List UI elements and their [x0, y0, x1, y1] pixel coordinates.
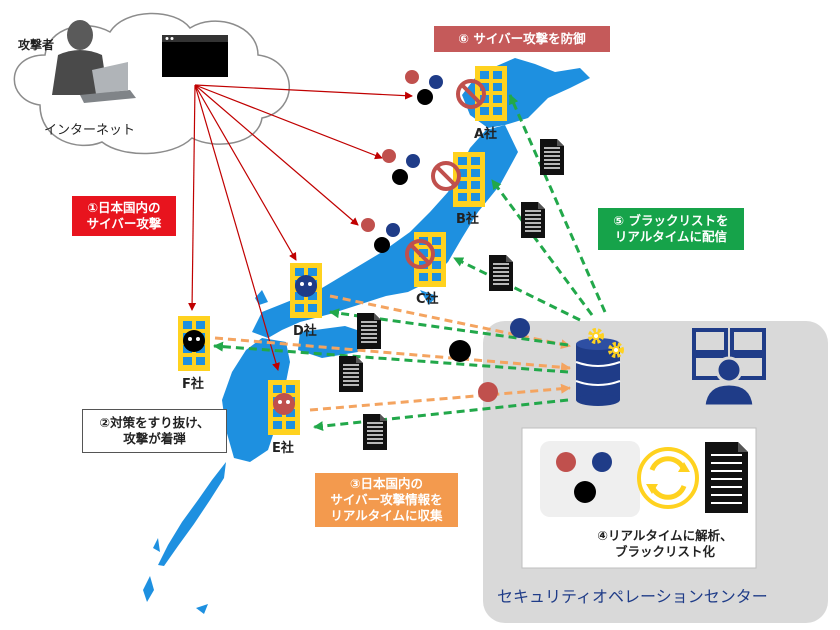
malware-icon-in-f [183, 330, 205, 352]
malware-icon-group-b [382, 149, 420, 185]
blacklist-doc-icon [338, 355, 364, 393]
malware-black-icon [574, 481, 596, 503]
malware-icon-group-a [405, 70, 443, 105]
attack-arrows [188, 84, 413, 371]
blacklist-doc-icon [488, 254, 514, 292]
malware-icon-in-e [273, 393, 295, 415]
malware-route-blue-icon [510, 318, 530, 338]
step2-label: ②対策をすり抜け、 攻撃が着弾 [82, 409, 227, 453]
step4-line2: ブラックリスト化 [614, 544, 715, 559]
attacker-label: 攻撃者 [18, 38, 55, 52]
blacklist-document-icon [705, 442, 748, 513]
collection-arrows [214, 294, 571, 412]
step2-line2: 攻撃が着弾 [123, 431, 186, 446]
company-e-label: E社 [272, 441, 294, 456]
company-d-label: D社 [293, 324, 317, 339]
blacklist-doc-icon [362, 413, 388, 451]
malware-blue-icon [592, 452, 612, 472]
blacklist-doc-icon [356, 312, 382, 350]
internet-label: インターネット [44, 123, 136, 138]
step3-line1: ③日本国内の [349, 476, 424, 491]
refresh-icon [637, 447, 699, 509]
database-icon [575, 338, 621, 406]
malware-icon-in-d [295, 275, 317, 297]
company-b-label: B社 [456, 212, 479, 227]
step1-line1: ①日本国内の [87, 200, 161, 215]
blacklist-doc-icon [539, 138, 565, 176]
step5-label: ⑤ ブラックリストを リアルタイムに配信 [598, 208, 744, 250]
malware-red-icon [556, 452, 576, 472]
blacklist-doc-icon [520, 201, 546, 239]
attacker-icon [52, 20, 136, 103]
building-a-icon [475, 66, 507, 121]
step5-line2: リアルタイムに配信 [614, 229, 728, 244]
step4-line1: ④リアルタイムに解析、 [597, 528, 733, 543]
step3-line2: サイバー攻撃情報を [330, 492, 443, 507]
step6-label: ⑥ サイバー攻撃を防御 [434, 26, 610, 52]
step4-label: ④リアルタイムに解析、 ブラックリスト化 [583, 524, 747, 564]
step3-line3: リアルタイムに収集 [330, 508, 443, 523]
malware-icon-group-c [361, 218, 400, 253]
malware-sample-box [540, 441, 640, 517]
company-a-label: A社 [474, 127, 498, 142]
step6-text: ⑥ サイバー攻撃を防御 [458, 31, 586, 46]
browser-window-icon [162, 35, 228, 77]
company-f-label: F社 [182, 377, 204, 392]
malware-route-black-icon [449, 340, 471, 362]
step1-label: ①日本国内の サイバー攻撃 [72, 196, 176, 236]
step5-line1: ⑤ ブラックリストを [613, 213, 729, 228]
company-c-label: C社 [416, 292, 439, 307]
step1-line2: サイバー攻撃 [86, 216, 162, 231]
step2-line1: ②対策をすり抜け、 [99, 415, 210, 430]
malware-route-red-icon [478, 382, 498, 402]
operator-icon [692, 328, 766, 408]
soc-title: セキュリティオペレーションセンター [497, 587, 768, 606]
step3-label: ③日本国内の サイバー攻撃情報を リアルタイムに収集 [315, 473, 458, 527]
